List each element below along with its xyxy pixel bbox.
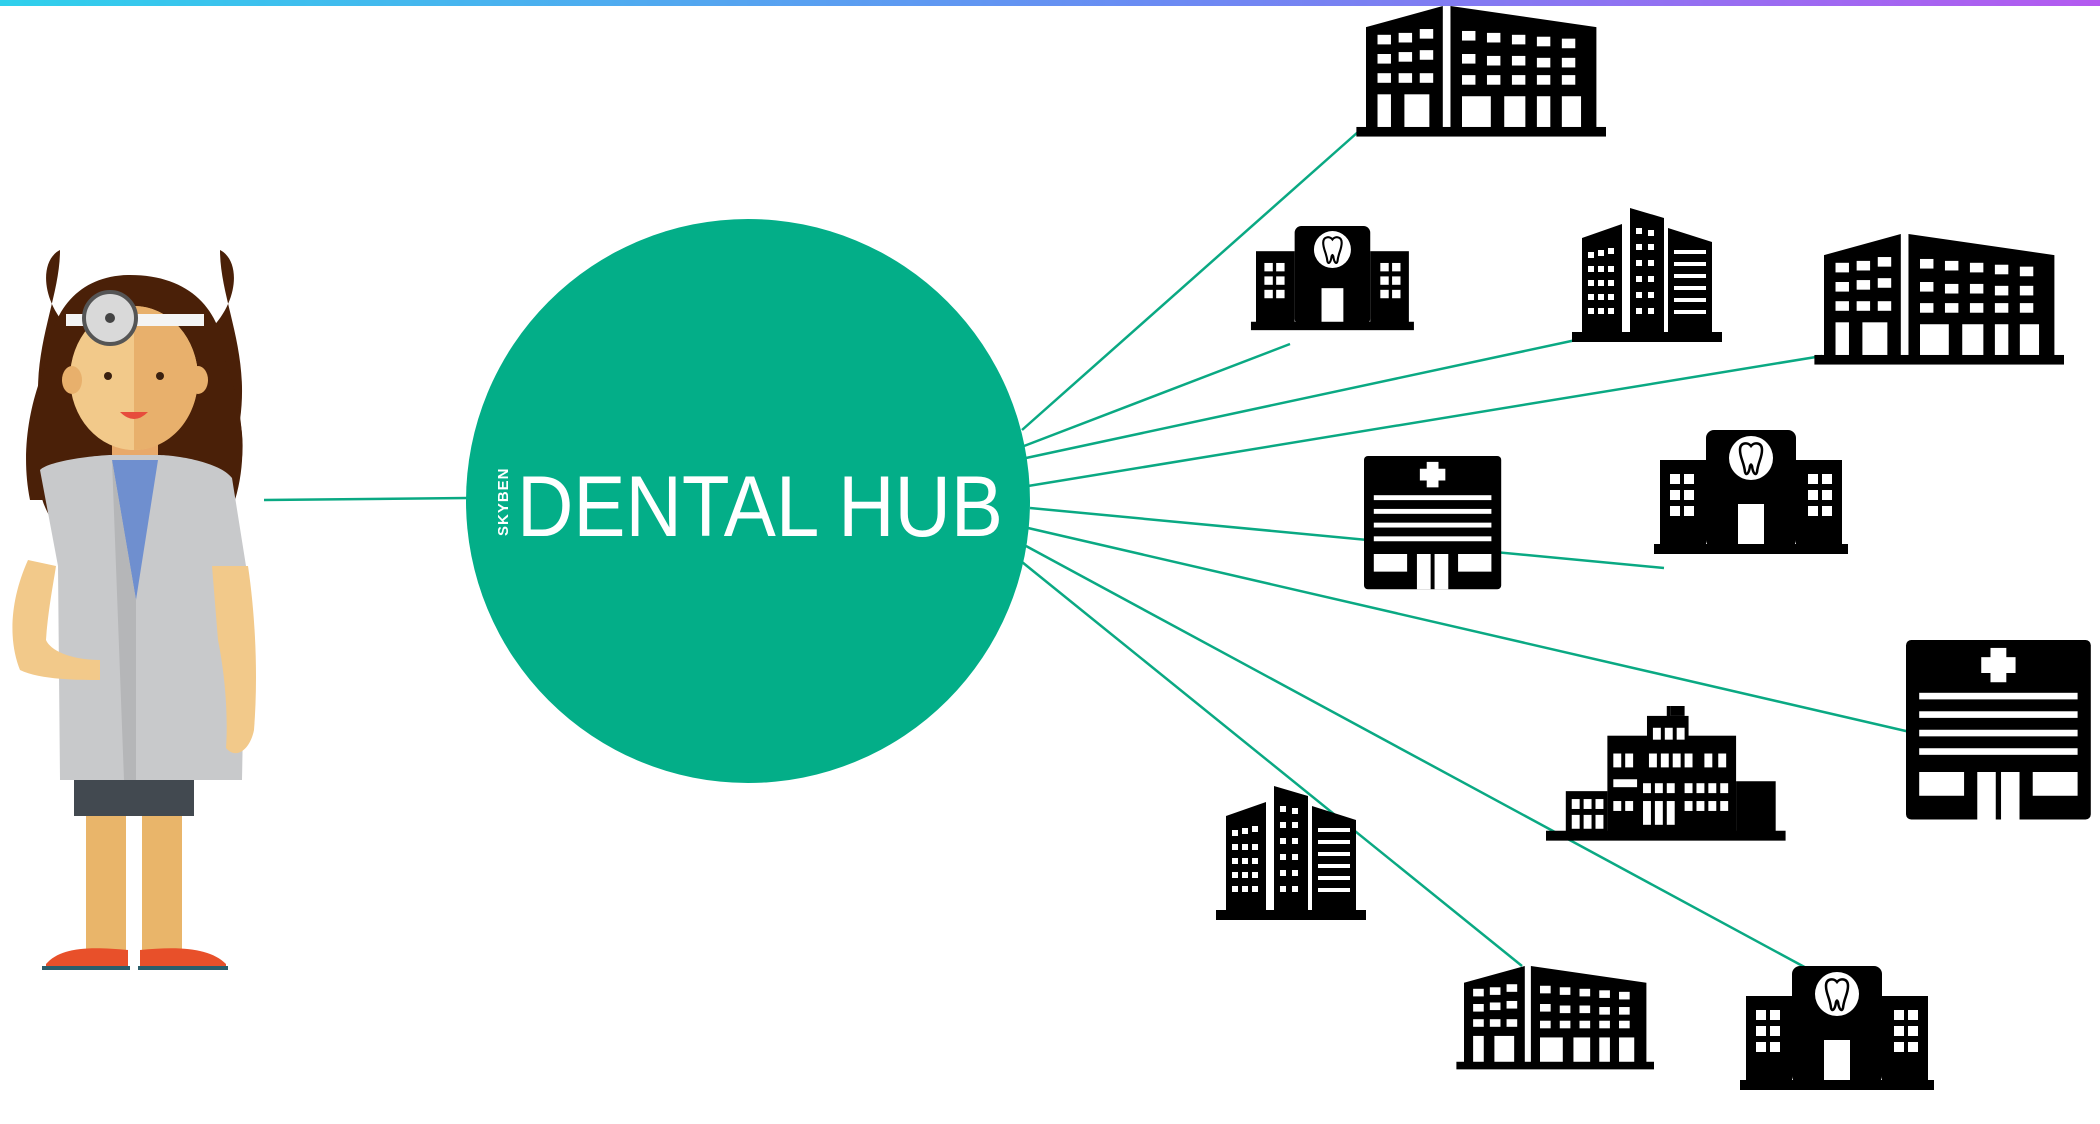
connector-hub-b10 — [1021, 561, 1523, 967]
connector-hub-b4 — [1027, 354, 1823, 488]
building-b11-dental-clinic-icon — [1738, 964, 1936, 1092]
connector-hub-b7 — [1027, 526, 1911, 734]
dentist-avatar-icon — [12, 250, 256, 970]
connector-hub-b1 — [1021, 131, 1359, 431]
connector-hub-b11 — [1025, 544, 1811, 972]
building-b5-hospital-icon — [1364, 456, 1502, 590]
connector-doctor-hub — [263, 496, 469, 502]
building-b1-office-building-icon — [1356, 6, 1606, 137]
connector-hub-b2 — [1023, 342, 1291, 448]
connector-lines — [263, 131, 1911, 972]
building-b2-dental-clinic-icon — [1249, 224, 1415, 332]
top-accent-bar — [0, 0, 2100, 6]
building-b10-office-building-icon — [1456, 966, 1654, 1070]
hub-brand-label: SKYBEN — [495, 467, 512, 536]
building-b9-tower-building-icon — [1216, 786, 1366, 920]
dental-hub-node: SKYBEN DENTAL HUB — [466, 219, 1030, 783]
building-b3-tower-building-icon — [1572, 208, 1722, 342]
connector-hub-b3 — [1025, 338, 1577, 460]
hub-title: DENTAL HUB — [517, 459, 1003, 555]
hub-circle — [466, 219, 1030, 783]
building-b7-hospital-icon — [1906, 640, 2091, 820]
building-b8-government-building-icon — [1546, 706, 1786, 841]
building-b6-dental-clinic-icon — [1652, 428, 1850, 556]
building-b4-office-building-icon — [1814, 234, 2064, 365]
connector-hub-b6 — [1029, 506, 1665, 570]
